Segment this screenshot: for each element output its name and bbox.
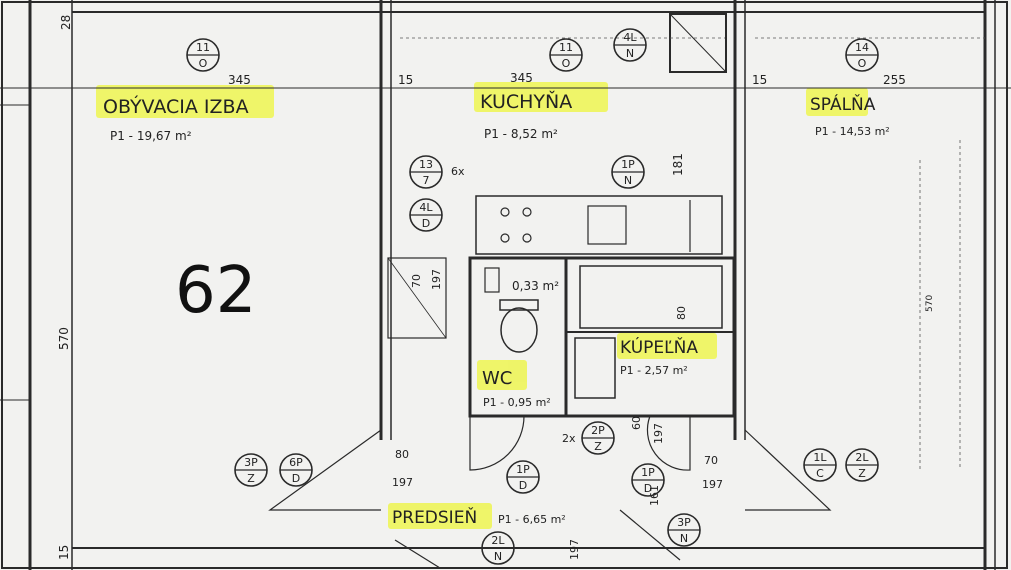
marker-top-label: 1P: [641, 466, 655, 479]
marker-top-label: 1L: [813, 451, 827, 464]
marker-top-label: 14: [855, 41, 869, 54]
marker-bottom-label: O: [562, 57, 571, 70]
room-name-kuchyna: KUCHYŇA: [480, 90, 572, 113]
room-label-highlights: [96, 82, 868, 529]
shaft-area: 0,33 m²: [512, 279, 559, 293]
dim-kitchen-depth: 181: [671, 153, 685, 176]
marker-bottom-label: O: [199, 57, 208, 70]
marker-bottom-label: 7: [423, 174, 430, 187]
section-marker-m3: 4L N: [613, 28, 647, 62]
marker-bottom-label: N: [680, 532, 688, 545]
marker-bottom-label: Z: [594, 440, 602, 453]
marker-bottom-label: Z: [858, 467, 866, 480]
marker-bottom-label: D: [644, 482, 652, 495]
cabinet-6x: 6x: [451, 165, 465, 178]
section-marker-m16: 3P N: [667, 513, 701, 547]
marker-top-label: 3P: [677, 516, 691, 529]
room-area-obyvacia: P1 - 19,67 m²: [110, 129, 192, 143]
dim-bottom-left: 15: [57, 545, 71, 560]
dim-living-width: 345: [228, 73, 251, 87]
marker-top-label: 2L: [855, 451, 869, 464]
section-marker-m8: 2P Z: [581, 421, 615, 455]
marker-bottom-label: N: [624, 174, 632, 187]
dimension-labels: 28 345 345 255 15 15 570 570 15 181: [57, 15, 935, 560]
room-area-kuchyna: P1 - 8,52 m²: [484, 127, 558, 141]
door-d2: 197: [652, 423, 665, 444]
door-b2: 197: [392, 476, 413, 489]
dim-top-left: 28: [59, 15, 73, 30]
door-b1: 80: [395, 448, 409, 461]
section-marker-m15: 2L N: [481, 531, 515, 565]
marker-bottom-label: O: [858, 57, 867, 70]
section-marker-m6: 4L D: [409, 198, 443, 232]
dim-wall-15-b: 15: [752, 73, 767, 87]
marker-top-label: 4L: [419, 201, 433, 214]
section-marker-m9: 6P D: [279, 453, 313, 487]
marker-bottom-label: D: [292, 472, 300, 485]
marker-top-label: 4L: [623, 31, 637, 44]
room-name-obyvacia: OBÝVACIA IZBA: [103, 95, 249, 118]
marker-bottom-label: D: [519, 479, 527, 492]
room-area-predsien: P1 - 6,65 m²: [498, 513, 566, 526]
marker-bottom-label: D: [422, 217, 430, 230]
room-area-kupelna: P1 - 2,57 m²: [620, 364, 688, 377]
marker-top-label: 2L: [491, 534, 505, 547]
dim-living-height: 570: [57, 327, 71, 350]
dim-bedroom-height: 570: [925, 295, 935, 312]
door-f1: 80: [675, 306, 688, 320]
dim-wall-15-a: 15: [398, 73, 413, 87]
section-marker-m1: 11O: [186, 38, 220, 72]
section-marker-m7: 1P N: [611, 155, 645, 189]
door-a2: 197: [430, 269, 443, 290]
section-marker-m5: 137: [409, 155, 443, 189]
room-area-spalna: P1 - 14,53 m²: [815, 125, 890, 138]
section-marker-m4: 14O: [845, 38, 879, 72]
marker-bottom-label: C: [816, 467, 824, 480]
section-marker-m14: 2L Z: [845, 448, 879, 482]
marker-bottom-label: Z: [247, 472, 255, 485]
room-labels: OBÝVACIA IZBA P1 - 19,67 m² KUCHYŇA P1 -…: [103, 90, 890, 528]
apartment-number: 62: [175, 254, 256, 328]
room-name-kupelna: KÚPEĽŇA: [620, 336, 698, 358]
kitchen-counter-symbols: [500, 200, 691, 252]
room-name-spalna: SPÁLŇA: [810, 93, 876, 115]
door-e1: 197: [568, 539, 581, 560]
marker-bottom-label: N: [494, 550, 502, 563]
door-c2: 197: [702, 478, 723, 491]
door-g1: 161: [648, 485, 661, 506]
room-name-predsien: PREDSIEŇ: [392, 506, 477, 528]
marker-top-label: 11: [559, 41, 573, 54]
section-marker-m11: 3P Z: [234, 453, 268, 487]
small-labels: 0,33 m² 6x 70 197 80 197 70 197 60 197 1…: [392, 165, 723, 560]
marker-bottom-label: N: [626, 47, 634, 60]
section-marker-m10: 1P D: [506, 460, 540, 494]
room-name-wc: WC: [482, 368, 512, 389]
marker-top-label: 2P: [591, 424, 605, 437]
door-swings: [268, 415, 832, 569]
dim-bedroom-width: 255: [883, 73, 906, 87]
marker-top-label: 11: [196, 41, 210, 54]
marker-top-label: 13: [419, 158, 433, 171]
door-c1: 70: [704, 454, 718, 467]
section-marker-m12: 1P D: [631, 463, 665, 497]
section-marker-m13: 1L C: [803, 448, 837, 482]
door-d1: 60: [630, 416, 643, 430]
dimension-lines: [400, 37, 985, 470]
marker-top-label: 6P: [289, 456, 303, 469]
dim-kitchen-width: 345: [510, 71, 533, 85]
section-marker-m2: 11O: [549, 38, 583, 72]
window-2x: 2x: [562, 432, 576, 445]
marker-top-label: 1P: [516, 463, 530, 476]
room-area-wc: P1 - 0,95 m²: [483, 396, 551, 409]
marker-top-label: 1P: [621, 158, 635, 171]
marker-top-label: 3P: [244, 456, 258, 469]
door-a1: 70: [410, 274, 423, 288]
